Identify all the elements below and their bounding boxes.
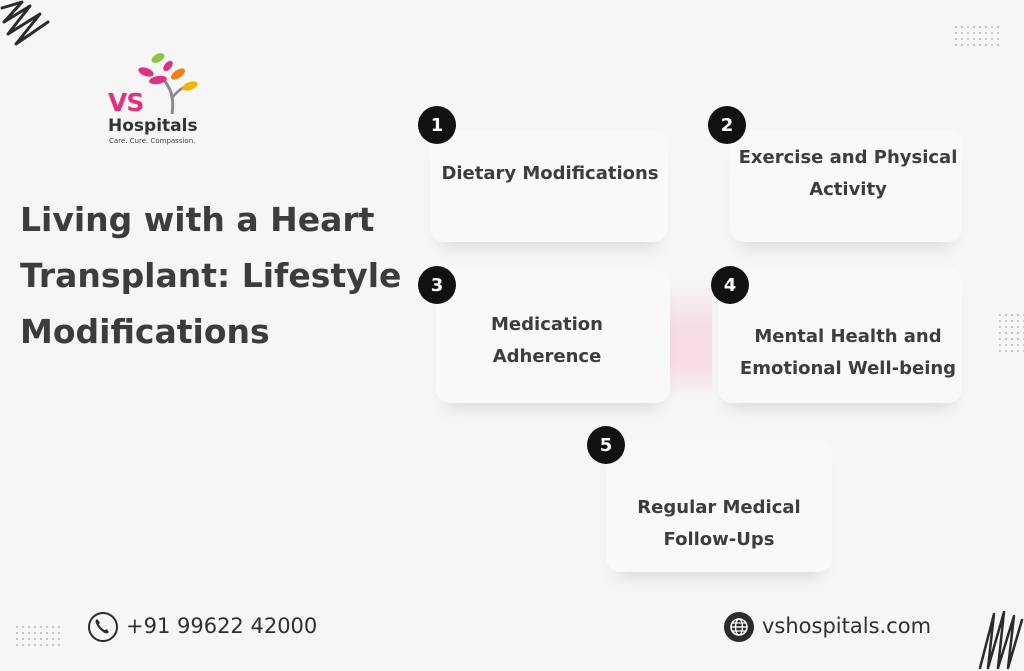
website-link[interactable]: vshospitals.com xyxy=(762,614,932,638)
card-label: Mental Health and Emotional Well-being xyxy=(726,321,970,385)
card-label: Dietary Modifications xyxy=(430,158,670,190)
card-label-line: Activity xyxy=(809,179,887,200)
scribble-decoration-top-left xyxy=(0,0,50,46)
card-label-line: Exercise and Physical xyxy=(738,147,958,168)
card-label-line: Mental Health and xyxy=(754,326,942,347)
page-title: Living with a Heart Transplant: Lifestyl… xyxy=(20,192,420,360)
card-label-line: Adherence xyxy=(492,346,602,367)
lifestyle-card-follow-ups xyxy=(606,440,832,572)
title-line: Modifications xyxy=(20,312,270,351)
card-label-line: Medication xyxy=(491,314,603,335)
logo-tagline: Care. Cure. Compassion. xyxy=(109,137,196,145)
dot-grid-decoration-bottom-left xyxy=(16,626,60,646)
center-connector-decoration xyxy=(668,280,712,400)
card-label-line: Regular Medical xyxy=(637,497,801,518)
logo-name-text: Hospitals xyxy=(108,116,198,136)
dot-grid-decoration-top-right xyxy=(955,26,999,46)
card-label: Exercise and Physical Activity xyxy=(732,142,964,206)
scribble-decoration-bottom-right xyxy=(978,610,1024,670)
step-number-badge: 4 xyxy=(711,266,749,304)
hospital-logo: VS Hospitals Care. Cure. Compassion. xyxy=(104,50,214,150)
logo-brand-text: VS xyxy=(108,88,144,117)
card-label: Regular Medical Follow-Ups xyxy=(606,492,832,556)
phone-icon xyxy=(88,612,118,642)
step-number-badge: 5 xyxy=(587,426,625,464)
step-number-badge: 2 xyxy=(708,106,746,144)
lifestyle-card-mental-health xyxy=(718,268,962,403)
card-label-line: Dietary Modifications xyxy=(441,163,659,184)
phone-number[interactable]: +91 99622 42000 xyxy=(126,614,318,638)
card-label-line: Emotional Well-being xyxy=(739,358,957,379)
tree-logo-icon xyxy=(138,53,198,115)
dot-grid-decoration-right xyxy=(999,314,1024,352)
card-label: Medication Adherence xyxy=(436,309,658,373)
step-number-badge: 3 xyxy=(418,266,456,304)
lifestyle-card-dietary xyxy=(430,130,668,242)
title-line: Transplant: Lifestyle xyxy=(20,256,402,295)
globe-icon xyxy=(724,612,754,642)
step-number-badge: 1 xyxy=(418,106,456,144)
title-line: Living with a Heart xyxy=(20,200,375,239)
card-label-line: Follow-Ups xyxy=(663,529,775,550)
lifestyle-card-medication xyxy=(436,268,670,403)
lifestyle-card-exercise xyxy=(730,130,962,242)
